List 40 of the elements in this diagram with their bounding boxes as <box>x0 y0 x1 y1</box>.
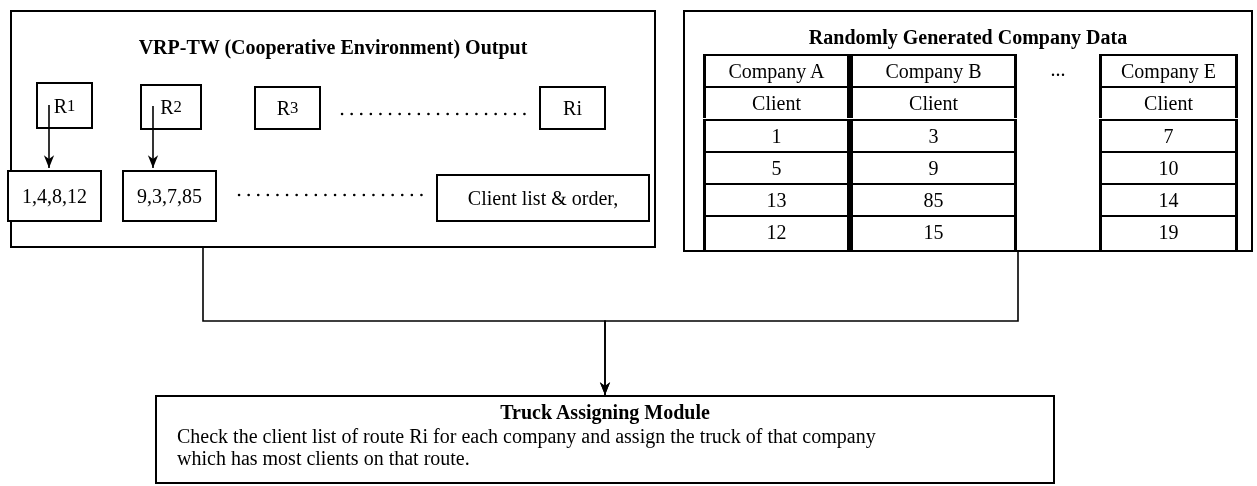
table-cell: 12 <box>703 215 850 252</box>
table-cell: 10 <box>1099 151 1238 183</box>
table-cell: 85 <box>850 183 1017 215</box>
route-box <box>539 86 606 130</box>
table-cell: 3 <box>850 119 1017 151</box>
route-box <box>436 174 650 222</box>
ellipsis-text: ... <box>1049 57 1067 82</box>
panel-title: VRP-TW (Cooperative Environment) Output <box>137 36 529 58</box>
arrow <box>43 104 55 169</box>
route-box <box>7 170 102 222</box>
table-cell: Client <box>703 86 850 118</box>
panel-box <box>10 10 656 248</box>
table-cell: Client <box>1099 86 1238 118</box>
table-cell: 7 <box>1099 119 1238 151</box>
column-header: Company E <box>1099 54 1238 86</box>
module-box <box>155 395 1055 484</box>
arrow <box>147 105 159 169</box>
route-text: 1,4,8,12 <box>21 184 88 209</box>
column-header: Company B <box>850 54 1017 86</box>
route-box <box>140 84 202 130</box>
column-header: Company A <box>703 54 850 86</box>
arrow <box>599 251 1019 396</box>
table-cell: 1 <box>703 119 850 151</box>
panel-box <box>683 10 1253 252</box>
route-box <box>254 86 321 130</box>
module-title: Truck Assigning Module <box>499 401 711 423</box>
route-text: 9,3,7,85 <box>136 184 203 209</box>
table-cell: 13 <box>703 183 850 215</box>
route-box <box>36 82 93 129</box>
table-cell: 14 <box>1099 183 1238 215</box>
table-cell: 9 <box>850 151 1017 183</box>
route-box <box>122 170 217 222</box>
panel-title: Randomly Generated Company Data <box>807 26 1129 48</box>
table-cell: 15 <box>850 215 1017 252</box>
table-cell: Client <box>850 86 1017 118</box>
table-cell: 5 <box>703 151 850 183</box>
table-cell: 19 <box>1099 215 1238 252</box>
module-description: Check the client list of route Ri for each company and assign the truck of that company which has most clients on that route. <box>177 425 877 469</box>
route-text: Ri <box>562 96 583 121</box>
route-text: Client list & order, <box>466 186 620 211</box>
